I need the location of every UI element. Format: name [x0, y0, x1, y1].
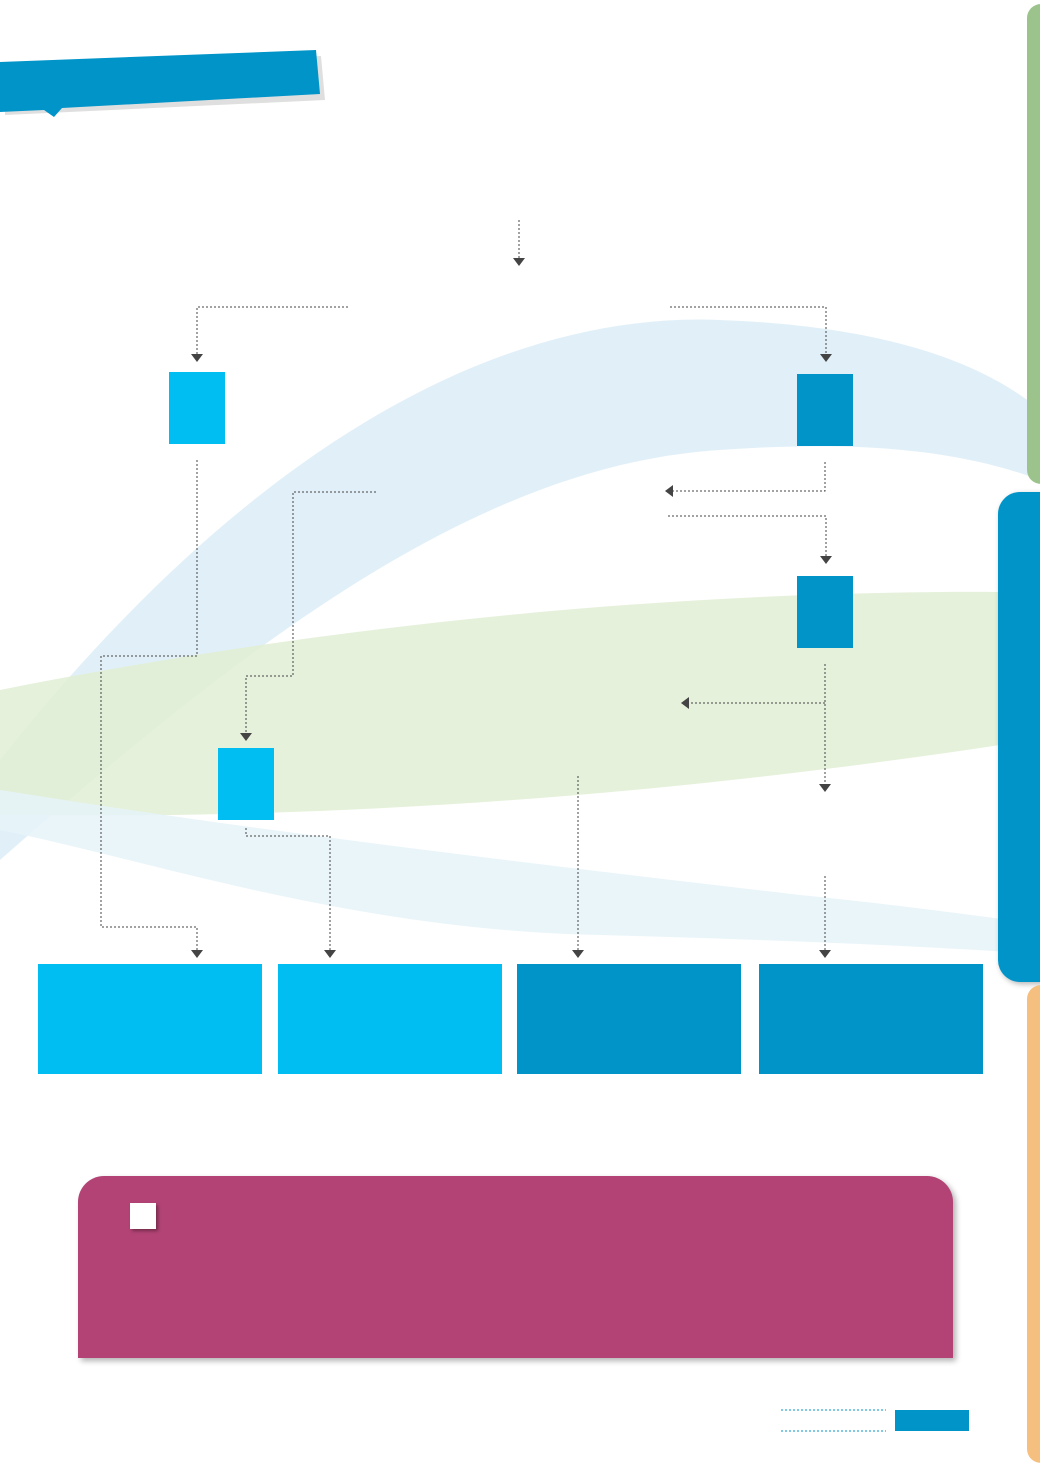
note-icon [130, 1203, 156, 1229]
page-number [895, 1410, 969, 1431]
side-tab-orange[interactable] [1027, 985, 1040, 1463]
box-bottom-1 [38, 964, 262, 1074]
box-left-top [169, 372, 225, 444]
box-right-top [797, 374, 853, 446]
box-bottom-3 [517, 964, 741, 1074]
title-banner-shape [0, 50, 325, 117]
box-bottom-4 [759, 964, 983, 1074]
wave-blue-thin [0, 790, 1010, 952]
note-panel [78, 1176, 953, 1358]
footer-lines [781, 1409, 886, 1432]
arrowheads [191, 258, 832, 958]
box-bottom-2 [278, 964, 502, 1074]
side-tab-green[interactable] [1027, 4, 1040, 484]
box-right-mid [797, 576, 853, 648]
wave-blue-large [0, 319, 1040, 860]
side-tab-blue[interactable] [998, 492, 1040, 982]
box-left-mid [218, 748, 274, 820]
connector-lines [100, 220, 827, 950]
